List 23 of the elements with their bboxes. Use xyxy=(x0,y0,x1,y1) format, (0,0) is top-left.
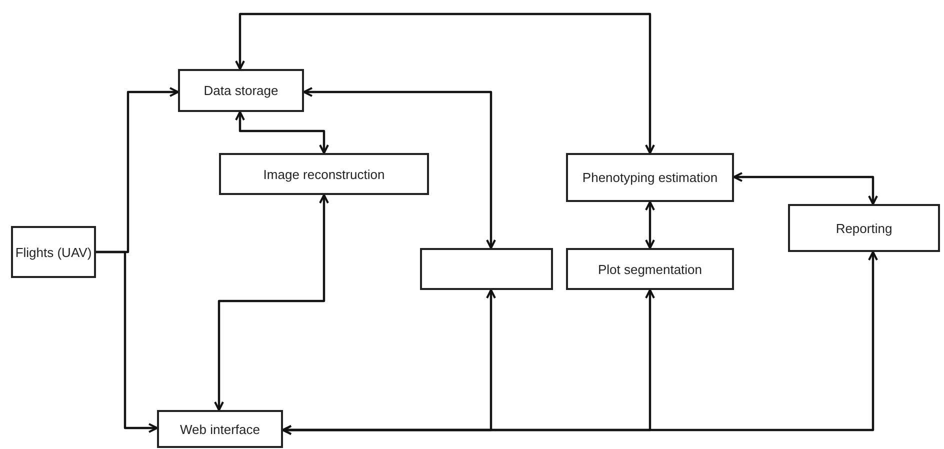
process-box xyxy=(178,69,304,112)
box-label: Image reconstruction xyxy=(263,166,385,182)
box-label: Phenotyping estimation xyxy=(582,170,718,185)
process-box xyxy=(566,248,734,290)
process-box xyxy=(157,410,283,448)
box-label: Web interface xyxy=(180,422,260,436)
arrow xyxy=(733,172,878,205)
arrow xyxy=(235,12,655,154)
process-box xyxy=(11,226,96,278)
arrow xyxy=(645,201,655,249)
arrow xyxy=(235,111,329,154)
arrow xyxy=(282,251,878,435)
process-box xyxy=(788,204,940,252)
empty-box xyxy=(420,248,553,290)
box-label: Reporting xyxy=(836,220,892,236)
arrow xyxy=(303,87,496,249)
box-label: Data storage xyxy=(204,83,278,98)
box-label: Flights (UAV) xyxy=(15,244,92,260)
process-box xyxy=(566,153,734,202)
process-box xyxy=(219,153,429,195)
arrow xyxy=(96,250,158,433)
box-label: Plot segmentation xyxy=(598,262,702,276)
arrow xyxy=(214,194,329,411)
